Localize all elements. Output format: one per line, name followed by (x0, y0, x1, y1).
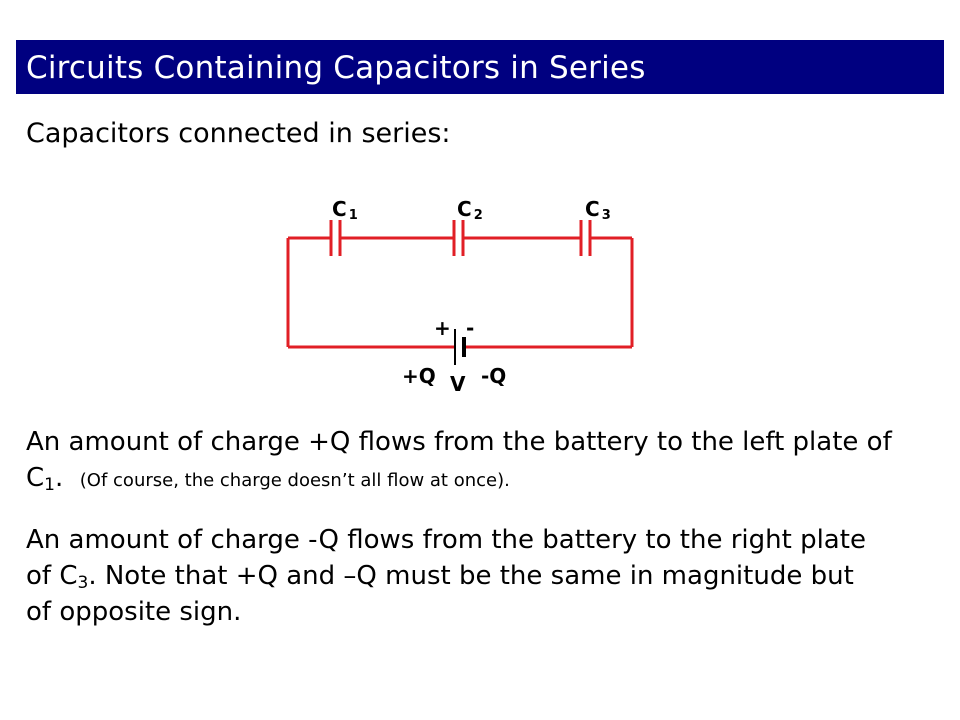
battery-minus-label: - (466, 316, 474, 340)
section-heading: Capacitors connected in series: (26, 118, 451, 149)
slide-title: Circuits Containing Capacitors in Series (26, 50, 646, 86)
capacitor-c1 (329, 220, 342, 256)
paragraph-positive-charge: An amount of charge +Q flows from the ba… (26, 424, 946, 499)
paragraph-text: An amount of charge +Q flows from the ba… (26, 427, 892, 493)
subscript: 3 (77, 573, 89, 593)
negative-charge-label: -Q (481, 364, 506, 388)
capacitor-c3 (579, 220, 592, 256)
title-bar: Circuits Containing Capacitors in Series (16, 40, 944, 94)
parenthetical-note: (Of course, the charge doesn’t all flow … (79, 470, 510, 491)
paragraph-text: . Note that +Q and –Q must be the same i… (26, 561, 854, 627)
capacitor-c2 (452, 220, 465, 256)
battery-symbol (454, 329, 466, 365)
voltage-label: V (450, 372, 466, 396)
paragraph-text: . (54, 463, 64, 493)
positive-charge-label: +Q (402, 364, 436, 388)
paragraph-text: An amount of charge -Q flows from the ba… (26, 525, 866, 591)
subscript: 1 (44, 475, 55, 495)
paragraph-negative-charge: An amount of charge -Q flows from the ba… (26, 522, 886, 630)
battery-plus-label: + (434, 316, 451, 340)
circuit-wires (286, 236, 634, 349)
